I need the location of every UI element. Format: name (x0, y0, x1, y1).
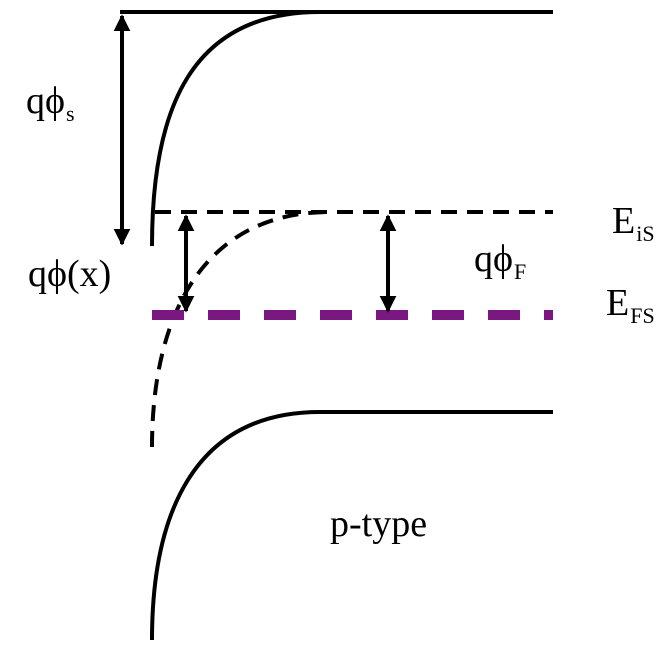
label-e-is-sub: iS (636, 220, 655, 246)
label-e-fs-base: E (606, 282, 630, 324)
label-region-type-text: p-type (330, 503, 428, 545)
label-q-phi-s: qϕs (26, 82, 75, 125)
label-q-phi-f-sub: F (514, 258, 527, 284)
label-e-is-base: E (612, 200, 636, 242)
label-q-phi-s-base: qϕ (26, 80, 66, 122)
label-e-fs: EFS (606, 284, 655, 327)
label-q-phi-x: qϕ(x) (28, 255, 111, 293)
label-q-phi-f: qϕF (474, 240, 526, 283)
conduction-band-curve (150, 10, 321, 247)
label-e-fs-sub: FS (630, 302, 655, 328)
label-q-phi-s-sub: s (66, 100, 75, 126)
valence-band-curve (150, 410, 553, 641)
label-e-is: EiS (612, 202, 655, 245)
label-q-phi-f-base: qϕ (474, 238, 514, 280)
label-region-type: p-type (330, 505, 427, 543)
label-q-phi-x-text: qϕ(x) (28, 253, 112, 295)
